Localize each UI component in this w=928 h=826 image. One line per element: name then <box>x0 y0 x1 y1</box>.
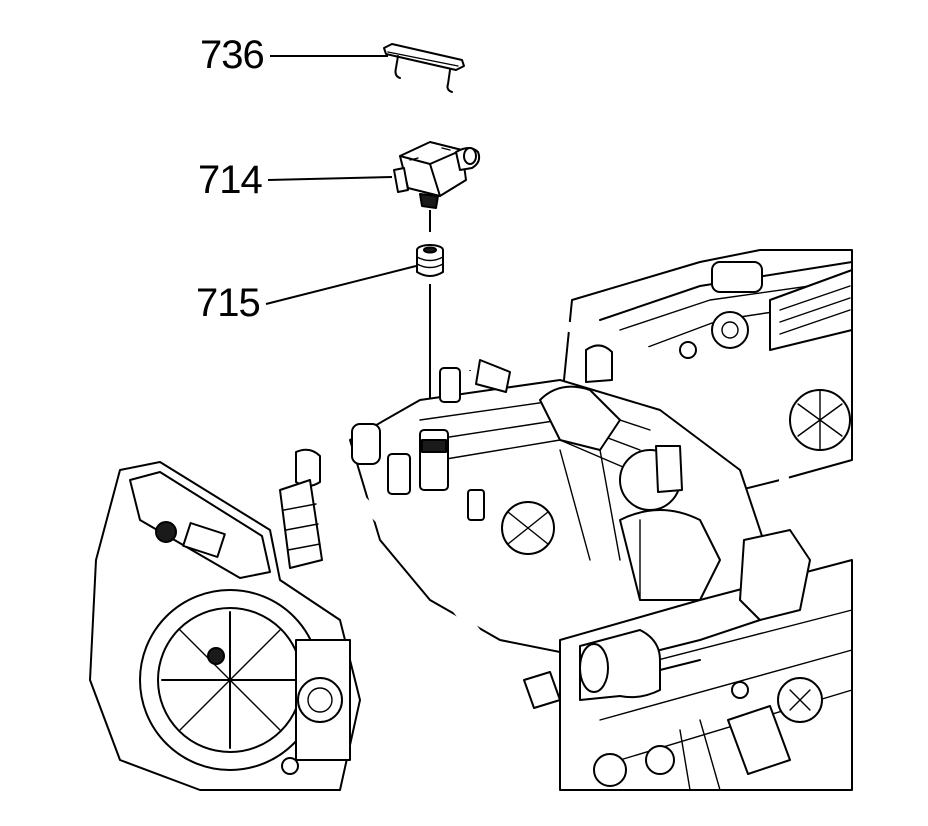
right-crop-mask <box>853 240 928 826</box>
seal-part <box>416 244 444 277</box>
callout-715-leader <box>265 265 417 305</box>
intake-manifold-assembly <box>89 249 853 791</box>
callout-714-leader <box>267 176 393 181</box>
callout-736-label: 736 <box>200 33 264 77</box>
retaining-clip-part <box>383 43 465 93</box>
callout-714-label: 714 <box>198 158 262 202</box>
callout-715-label: 715 <box>196 281 260 325</box>
bottom-crop-mask <box>0 795 928 826</box>
sensor-part <box>393 141 481 209</box>
